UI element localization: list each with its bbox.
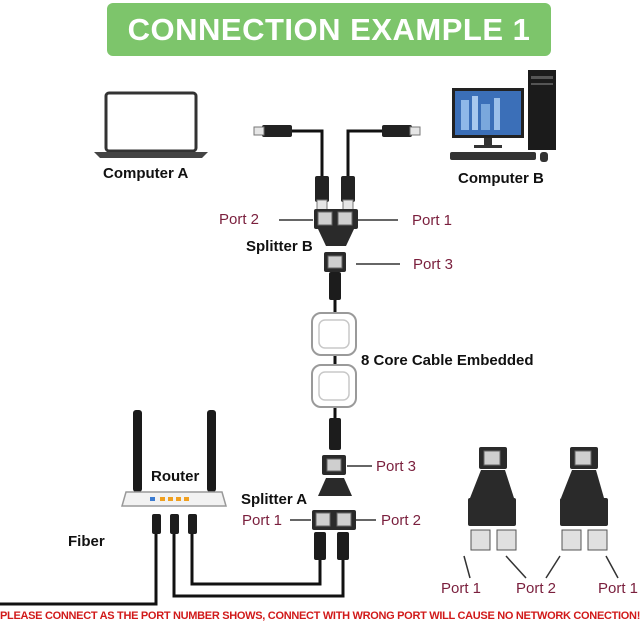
top-network-cables bbox=[292, 129, 382, 178]
splitter-b bbox=[314, 209, 358, 300]
splitter-a bbox=[312, 418, 356, 560]
cable-embedded-label: 8 Core Cable Embedded bbox=[361, 352, 534, 369]
legend-port-2-label: Port 2 bbox=[516, 580, 557, 597]
wrong-port-warning: PLEASE CONNECT AS THE PORT NUMBER SHOWS,… bbox=[0, 610, 640, 622]
fiber-label: Fiber bbox=[68, 533, 105, 550]
splitter-b-label: Splitter B bbox=[246, 238, 313, 255]
splitter-legend-left bbox=[463, 447, 527, 579]
top-rj45-plugs bbox=[253, 125, 421, 211]
wall-plates bbox=[311, 300, 357, 418]
splitter-a-port-2-label: Port 2 bbox=[381, 512, 422, 529]
splitter-legend-right bbox=[545, 447, 619, 579]
splitter-b-port-2-label: Port 2 bbox=[219, 211, 260, 228]
page-title-banner: CONNECTION EXAMPLE 1 bbox=[107, 3, 551, 56]
router-icon bbox=[121, 410, 227, 534]
splitter-b-port-3-label: Port 3 bbox=[413, 256, 454, 273]
laptop-icon bbox=[94, 91, 208, 158]
splitter-b-port-1-label: Port 1 bbox=[412, 212, 453, 229]
computer-a-label: Computer A bbox=[103, 165, 189, 182]
legend-port-1-label: Port 1 bbox=[441, 580, 482, 597]
splitter-a-port-1-label: Port 1 bbox=[242, 512, 283, 529]
computer-b-label: Computer B bbox=[458, 170, 544, 187]
splitter-a-label: Splitter A bbox=[241, 491, 308, 508]
legend-port-1b-label: Port 1 bbox=[598, 580, 639, 597]
router-label: Router bbox=[151, 468, 200, 485]
desktop-computer-icon bbox=[450, 70, 556, 162]
bottom-cables bbox=[0, 534, 345, 606]
splitter-a-port-3-label: Port 3 bbox=[376, 458, 417, 475]
splitter-b-pointer-lines bbox=[279, 219, 400, 265]
splitter-a-pointer-lines bbox=[290, 465, 376, 521]
